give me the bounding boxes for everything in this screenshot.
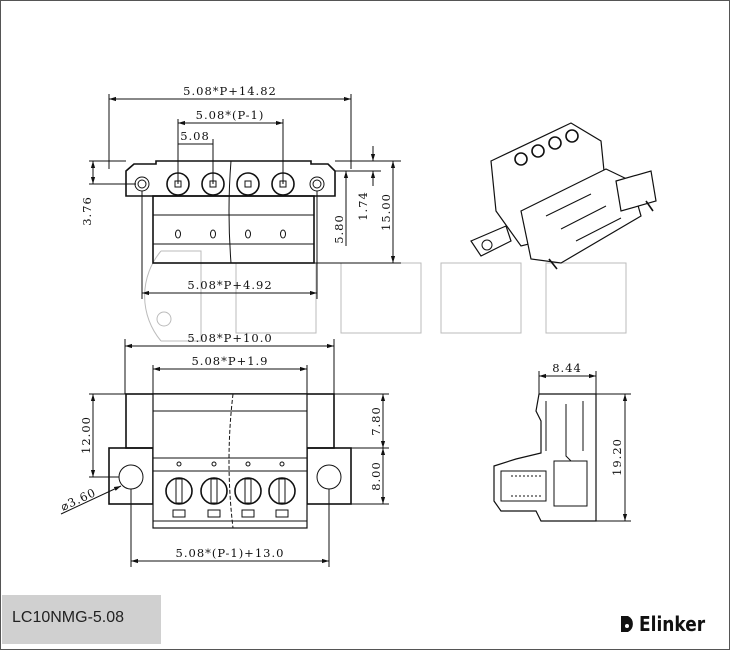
side-view: 8.44 19.20 (493, 361, 631, 522)
model-number: LC10NMG-5.08 (12, 609, 125, 626)
iso-view (470, 122, 657, 270)
front-screws (165, 461, 296, 518)
top-pins (166, 172, 295, 239)
model-label-box: LC10NMG-5.08 (2, 595, 161, 644)
dim-top-body: 5.80 (332, 214, 346, 244)
dim-front-height: 12.00 (79, 416, 93, 454)
dim-top-step: 1.74 (356, 191, 370, 221)
dim-front-body: 5.08*P+1.9 (191, 354, 268, 368)
dim-side-height: 19.20 (610, 438, 624, 476)
dim-side-width: 8.44 (552, 361, 582, 375)
brand-logo: Elinker (619, 612, 717, 636)
dim-top-overall: 5.08*P+14.82 (183, 84, 277, 98)
dim-front-upper: 7.80 (369, 406, 383, 436)
dim-top-height: 15.00 (379, 193, 393, 231)
dim-top-pitch: 5.08 (180, 129, 210, 143)
brand-mark-icon (621, 616, 634, 632)
dim-front-overall: 5.08*P+10.0 (187, 331, 272, 345)
brand-name: Elinker (639, 612, 706, 636)
dim-front-holes: 5.08*(P-1)+13.0 (176, 546, 285, 560)
dim-front-hole: ⌀3.60 (58, 485, 98, 514)
dim-front-lower: 8.00 (369, 461, 383, 491)
front-view: 5.08*P+10.0 5.08*P+1.9 12.00 7.80 8.00 ⌀… (58, 331, 389, 567)
dim-top-flange: 3.76 (80, 196, 94, 226)
dim-top-pitch-span: 5.08*(P-1) (196, 108, 265, 122)
top-view: 5.08*P+14.82 5.08*(P-1) 5.08 3.76 1.74 5… (80, 84, 401, 299)
dim-top-holes: 5.08*P+4.92 (187, 278, 272, 292)
